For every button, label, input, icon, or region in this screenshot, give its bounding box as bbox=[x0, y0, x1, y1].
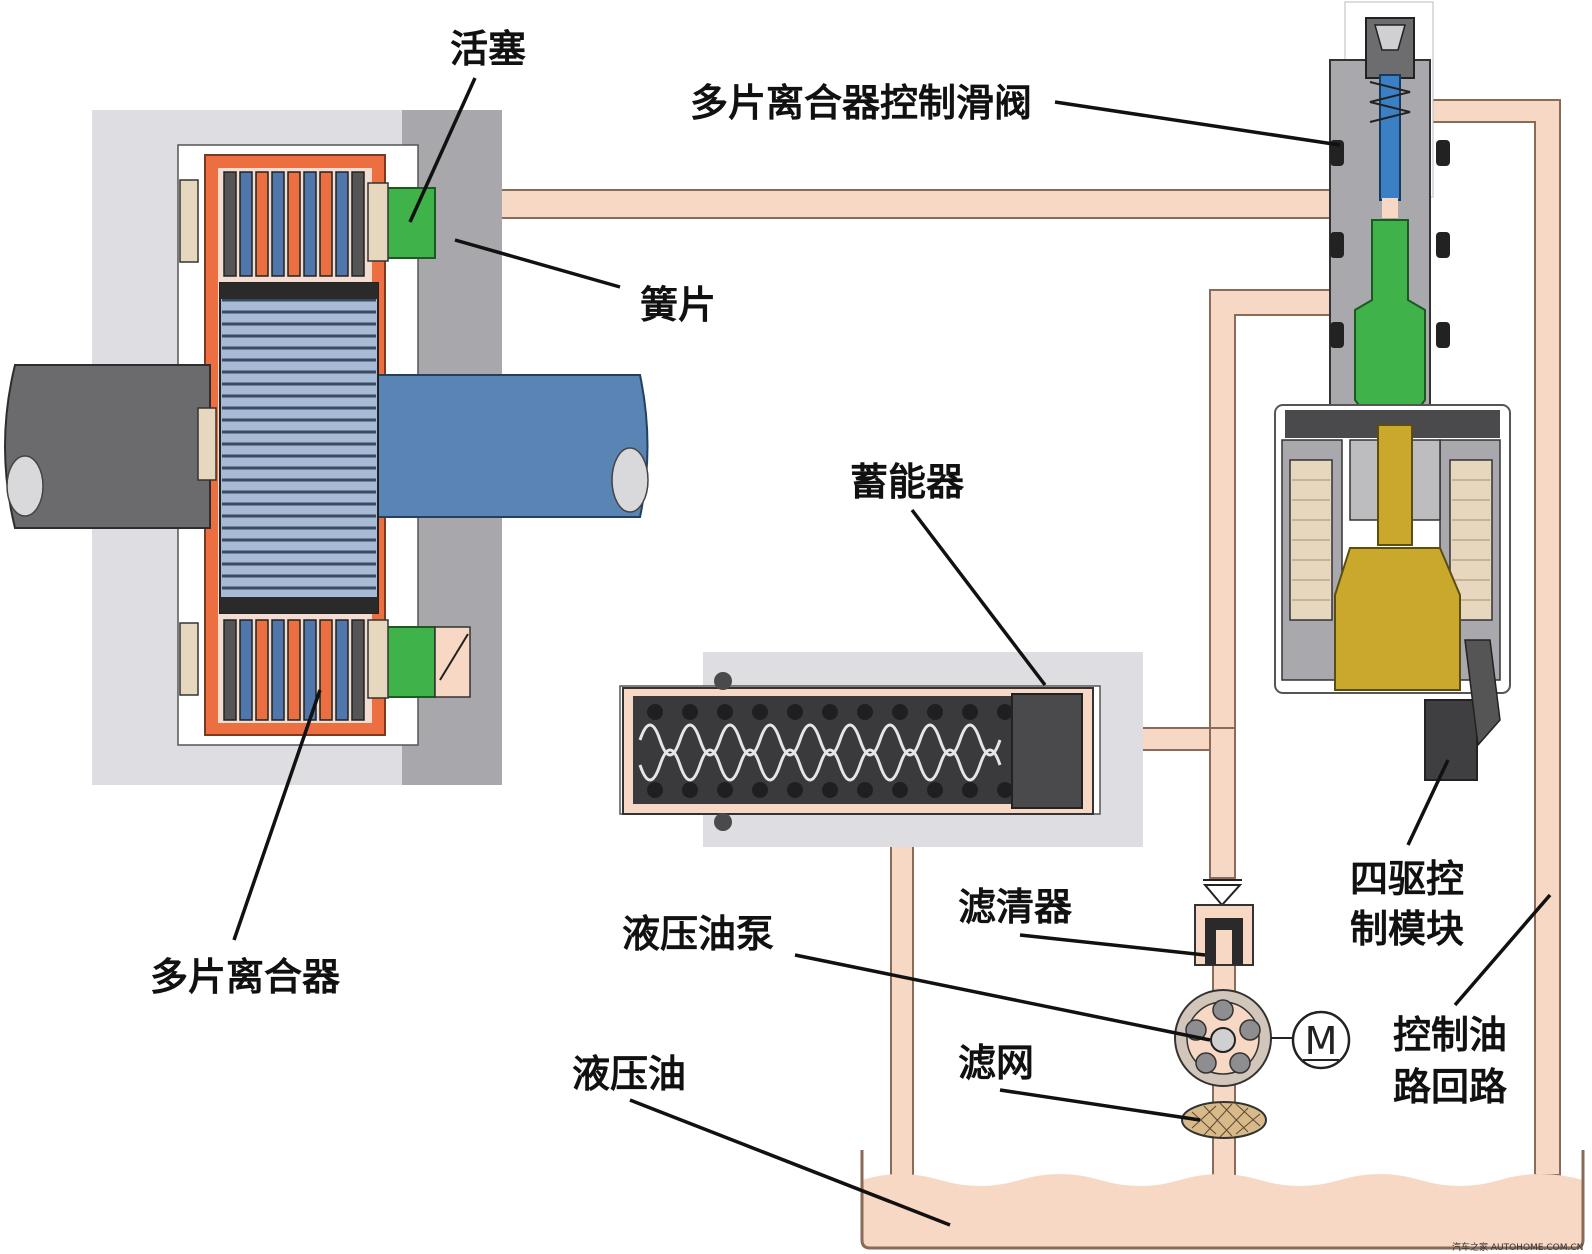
leader-filter bbox=[1019, 933, 1206, 957]
label-piston: 活塞 bbox=[450, 27, 526, 71]
hub-splines bbox=[222, 298, 376, 602]
piston-upper bbox=[384, 187, 436, 259]
watermark: 汽车之家 AUTOHOME.COM.CN bbox=[1452, 1241, 1583, 1253]
label-spring-plate: 簧片 bbox=[640, 283, 716, 327]
label-multi-plate-clutch: 多片离合器 bbox=[150, 955, 341, 999]
motor-icon bbox=[1291, 1010, 1351, 1070]
multi-plate-clutch-assembly bbox=[4, 110, 649, 785]
valve-spool-blue bbox=[1379, 74, 1401, 201]
label-pump: 液压油泵 bbox=[622, 912, 774, 956]
output-shaft bbox=[369, 374, 649, 518]
pump-assembly: M bbox=[1174, 879, 1351, 1139]
leader-accumulator bbox=[910, 508, 1047, 687]
solenoid-armature bbox=[1377, 424, 1413, 546]
leader-control-circuit bbox=[1453, 893, 1552, 1007]
labels: 活塞 多片离合器控制滑阀 簧片 蓄能器 多片离合器 四驱控 制模块 滤清器 液压… bbox=[150, 27, 1508, 1109]
leader-piston bbox=[408, 77, 477, 223]
accumulator-piston bbox=[1011, 693, 1083, 809]
clutch-plates-upper bbox=[223, 171, 365, 277]
label-filter: 滤清器 bbox=[958, 885, 1073, 929]
label-accumulator: 蓄能器 bbox=[850, 460, 965, 504]
pipe-piston-to-valve bbox=[429, 189, 1346, 242]
leader-control-valve bbox=[1054, 100, 1341, 147]
motor-symbol: M bbox=[1305, 1019, 1338, 1063]
pipe-to-filter bbox=[1209, 727, 1236, 879]
leader-lines bbox=[232, 77, 1552, 1227]
pipe-accumulator-drain bbox=[890, 821, 914, 1183]
label-awd-module-2: 制模块 bbox=[1350, 907, 1464, 951]
clutch-hub bbox=[219, 282, 379, 614]
label-awd-module-1: 四驱控 bbox=[1350, 857, 1464, 901]
awd-module-connector bbox=[1424, 699, 1478, 781]
leader-pump bbox=[794, 953, 1211, 1042]
label-control-circuit-1: 控制油 bbox=[1393, 1013, 1507, 1057]
piston-lower bbox=[384, 626, 436, 698]
label-control-valve: 多片离合器控制滑阀 bbox=[690, 81, 1032, 125]
leader-strainer bbox=[999, 1088, 1201, 1122]
accumulator-spring bbox=[638, 723, 1002, 782]
label-strainer: 滤网 bbox=[958, 1041, 1034, 1085]
label-control-circuit-2: 路回路 bbox=[1393, 1065, 1508, 1109]
oil-sump bbox=[860, 1150, 1585, 1250]
leader-hydraulic-oil bbox=[629, 1098, 951, 1227]
leader-spring-plate bbox=[454, 238, 621, 289]
input-shaft bbox=[4, 364, 211, 529]
accumulator-assembly bbox=[619, 652, 1143, 847]
check-valve bbox=[1202, 884, 1243, 907]
leader-awd-module bbox=[1406, 759, 1450, 846]
clutch-plates-lower bbox=[223, 619, 365, 721]
control-valve-assembly bbox=[1274, 1, 1511, 781]
label-hydraulic-oil: 液压油 bbox=[572, 1052, 686, 1096]
leader-multi-plate-clutch bbox=[232, 689, 322, 941]
